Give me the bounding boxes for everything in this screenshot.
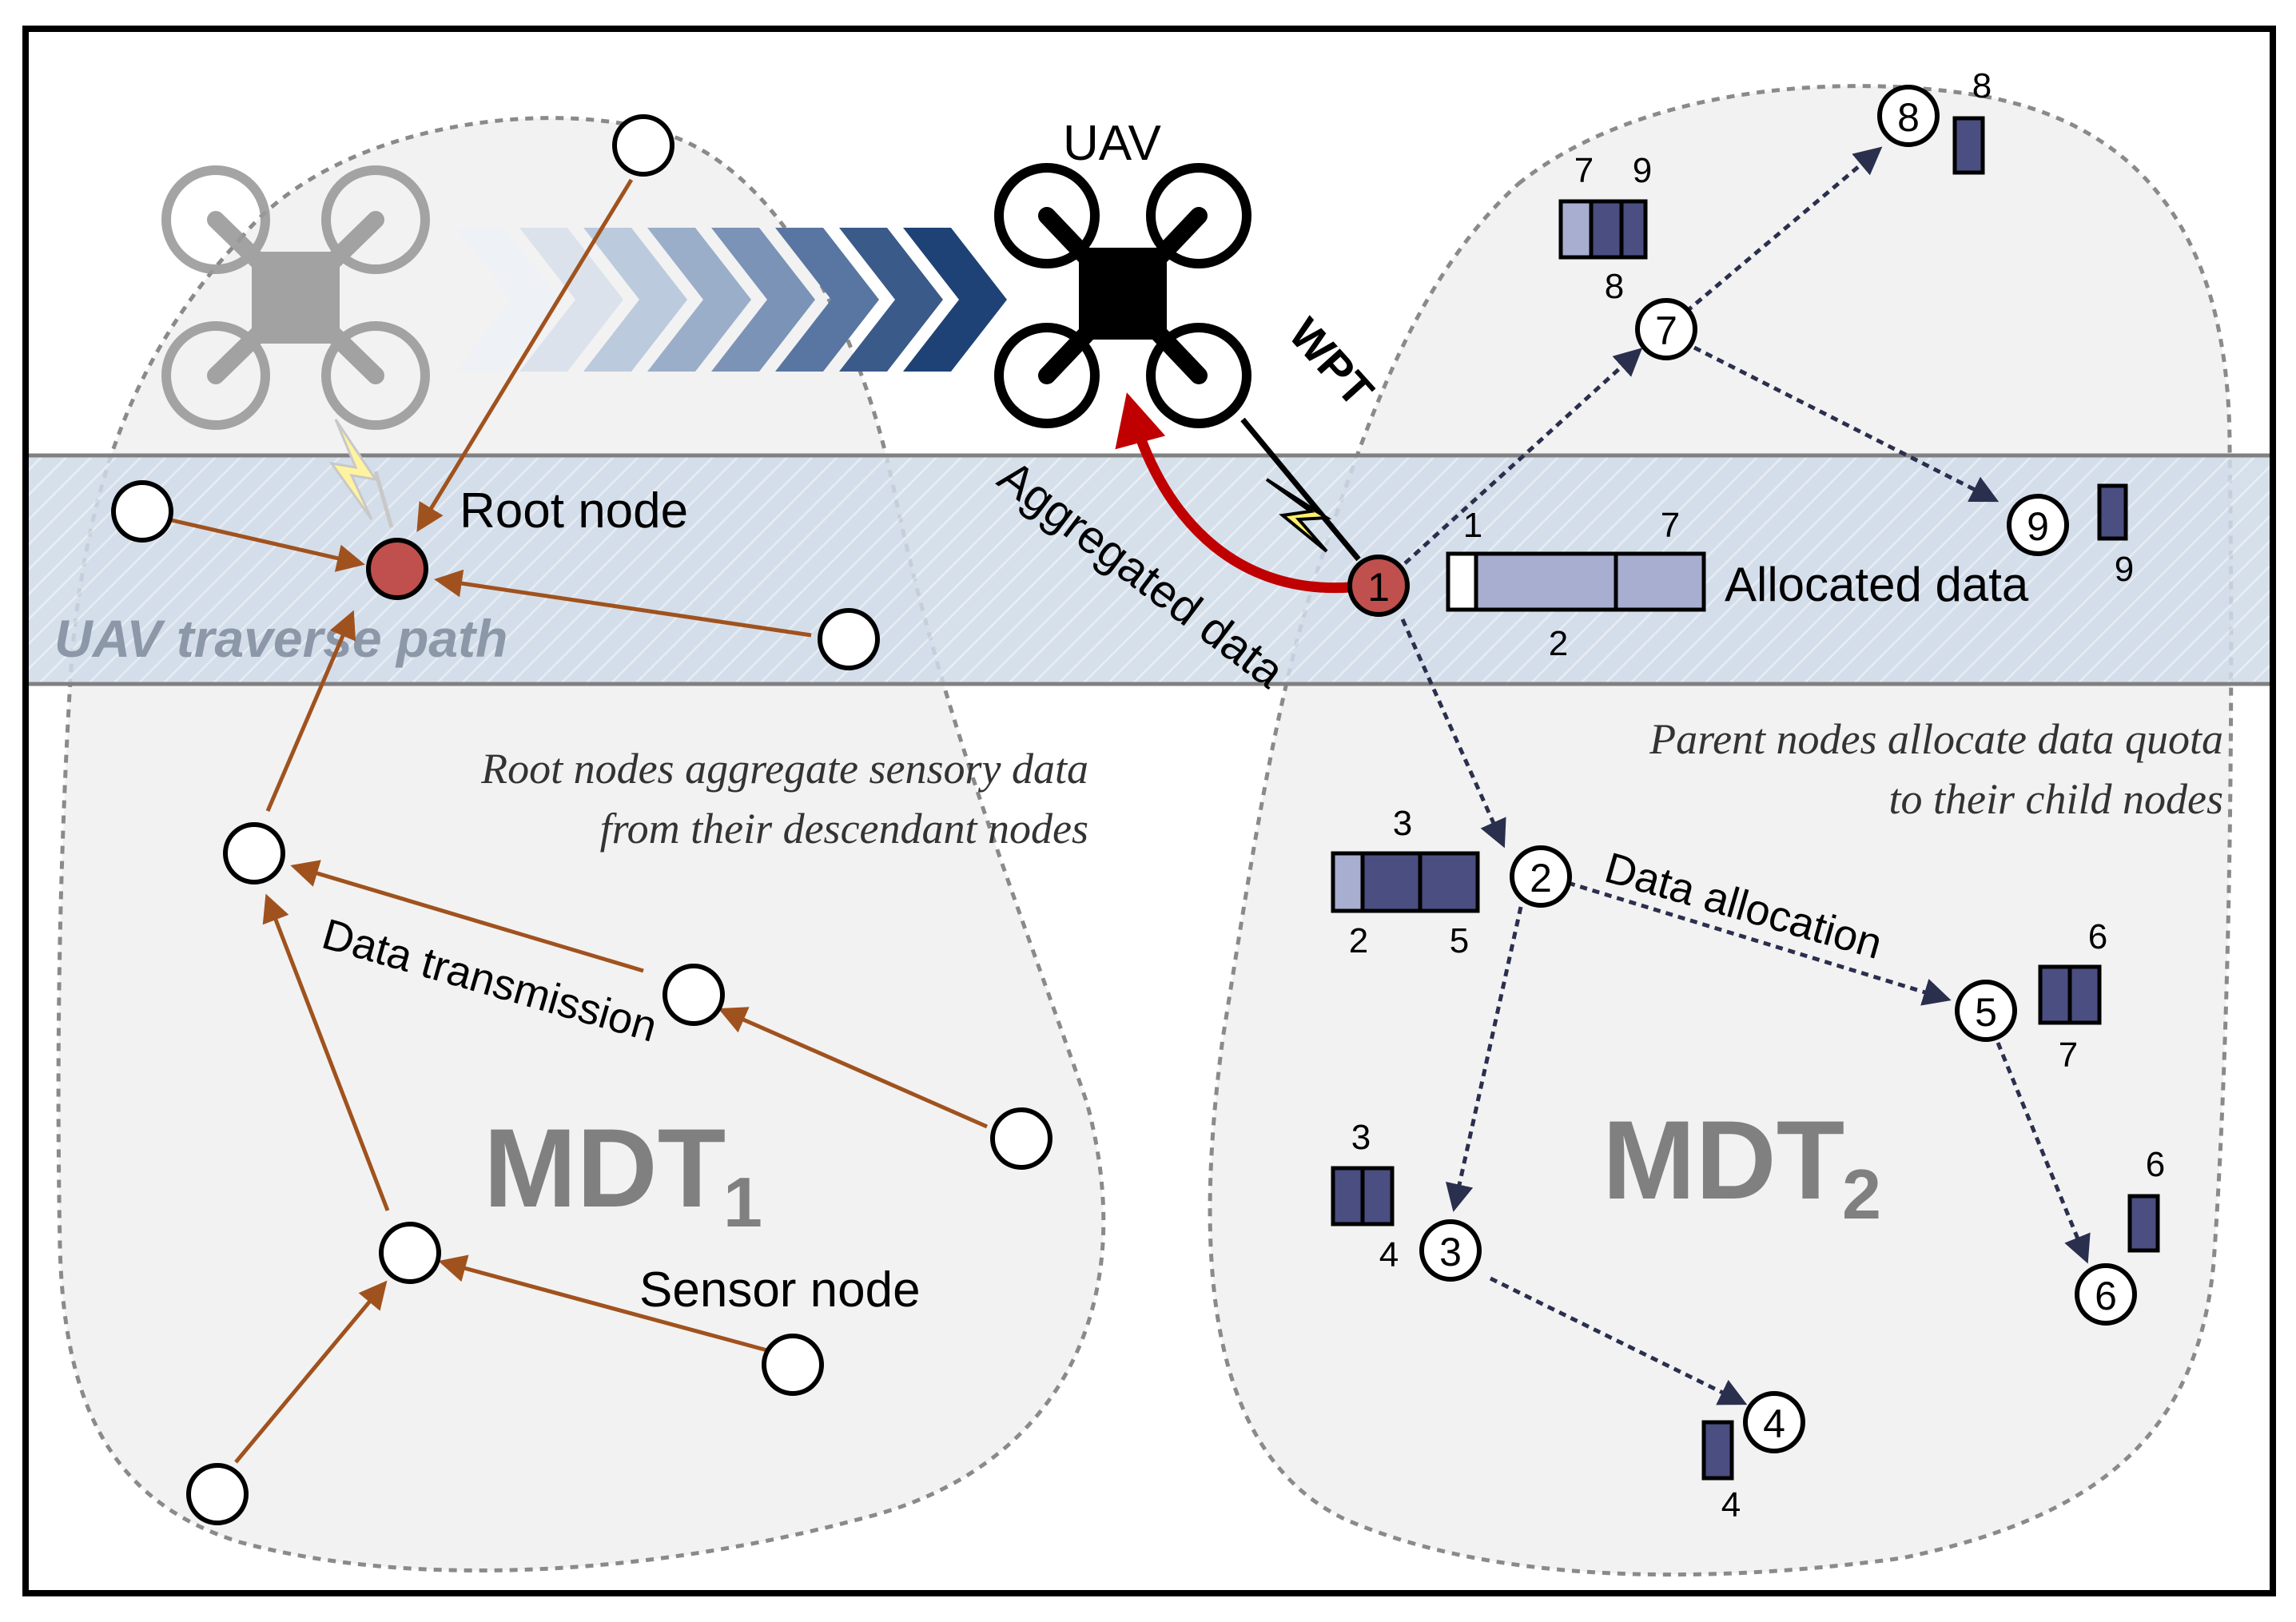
sensor-node <box>762 1334 824 1396</box>
quota-label: 2 <box>1549 624 1568 663</box>
quota-label: 8 <box>1605 267 1624 306</box>
quota-label: 2 <box>1349 921 1368 960</box>
mdt1-note-line2: from their descendant nodes <box>600 805 1088 853</box>
mdt1-note-line1: Root nodes aggregate sensory data <box>480 745 1088 793</box>
svg-text:2: 2 <box>1530 856 1552 900</box>
allocated-data-label: Allocated data <box>1725 558 2029 611</box>
mdt2-node-1: 1 <box>1347 555 1410 617</box>
quota-bar-node-9 <box>2097 483 2128 541</box>
quota-bar-node-3 <box>1331 1166 1395 1226</box>
sensor-node-label: Sensor node <box>639 1262 921 1318</box>
sensor-node <box>612 114 674 177</box>
sensor-node <box>111 480 173 543</box>
uav-traverse-path-label: UAV traverse path <box>54 609 507 668</box>
mdt2-node-3: 3 <box>1419 1219 1482 1282</box>
svg-text:7: 7 <box>1655 308 1677 353</box>
quota-label: 7 <box>1574 151 1594 190</box>
quota-bar-node-2 <box>1331 851 1480 913</box>
root-node-label: Root node <box>460 483 688 539</box>
mdt2-node-8: 8 <box>1877 85 1940 147</box>
quota-label: 3 <box>1351 1118 1371 1157</box>
quota-bar-node-6 <box>2127 1194 2160 1253</box>
mdt2-edges <box>1400 146 2091 1405</box>
quota-label: 7 <box>1661 506 1680 545</box>
svg-text:9: 9 <box>2027 504 2049 549</box>
svg-text:6: 6 <box>2095 1274 2117 1318</box>
mdt2-node-7: 7 <box>1635 298 1697 360</box>
quota-label: 9 <box>2115 550 2134 589</box>
root-node <box>366 538 428 600</box>
quota-bar-node-5 <box>2038 964 2102 1025</box>
lightning-wpt-icon <box>1265 478 1332 553</box>
mdt2-title: MDT 2 <box>1602 1097 1881 1234</box>
quota-bar-node-7 <box>1558 199 1648 260</box>
svg-text:5: 5 <box>1975 990 1997 1035</box>
mdt1-nodes <box>111 114 1052 1525</box>
svg-text:3: 3 <box>1439 1230 1462 1274</box>
quota-label: 8 <box>1972 66 1992 105</box>
sensor-node <box>379 1222 441 1284</box>
sensor-node <box>990 1107 1052 1170</box>
svg-text:2: 2 <box>1842 1155 1881 1234</box>
quota-label: 6 <box>2088 917 2107 956</box>
sensor-node <box>223 822 285 885</box>
svg-text:1: 1 <box>723 1163 762 1242</box>
svg-text:4: 4 <box>1763 1401 1785 1446</box>
svg-text:MDT: MDT <box>483 1105 726 1230</box>
sensor-node <box>818 608 880 670</box>
quota-label: 6 <box>2146 1145 2165 1184</box>
quota-label: 4 <box>1721 1485 1741 1525</box>
sensor-node <box>186 1463 249 1525</box>
quota-bar-node-1 <box>1446 551 1706 612</box>
quota-label: 3 <box>1393 804 1412 843</box>
quota-bar-node-8 <box>1952 116 1985 175</box>
sensor-node <box>663 964 725 1026</box>
svg-text:MDT: MDT <box>1602 1097 1844 1222</box>
mdt2-note-line1: Parent nodes allocate data quota <box>1649 715 2223 763</box>
quota-label: 1 <box>1463 506 1482 545</box>
mdt2-node-4: 4 <box>1743 1391 1805 1453</box>
motion-chevrons <box>456 228 1007 372</box>
uav-label: UAV <box>1063 116 1162 171</box>
uav-current-icon <box>994 163 1251 428</box>
uav-previous-icon <box>161 165 430 430</box>
quota-bar-node-4 <box>1701 1420 1734 1481</box>
quota-label: 5 <box>1450 921 1469 960</box>
mdt1-title: MDT 1 <box>483 1105 762 1242</box>
mdt2-node-6: 6 <box>2075 1263 2137 1326</box>
lightning-small-icon <box>328 419 394 528</box>
aggregated-data-arrow <box>1115 392 1351 594</box>
svg-text:8: 8 <box>1897 95 1920 140</box>
quota-label: 4 <box>1379 1235 1399 1274</box>
quota-label: 9 <box>1633 151 1652 190</box>
wpt-beam <box>1240 417 1361 562</box>
quota-label: 7 <box>2059 1036 2078 1075</box>
mdt2-note-line2: to their child nodes <box>1889 775 2223 823</box>
mdt2-node-9: 9 <box>2007 494 2069 556</box>
mdt1-edges <box>167 178 989 1464</box>
svg-text:1: 1 <box>1367 565 1390 610</box>
mdt2-node-5: 5 <box>1955 980 2017 1042</box>
mdt2-node-2: 2 <box>1510 845 1572 908</box>
